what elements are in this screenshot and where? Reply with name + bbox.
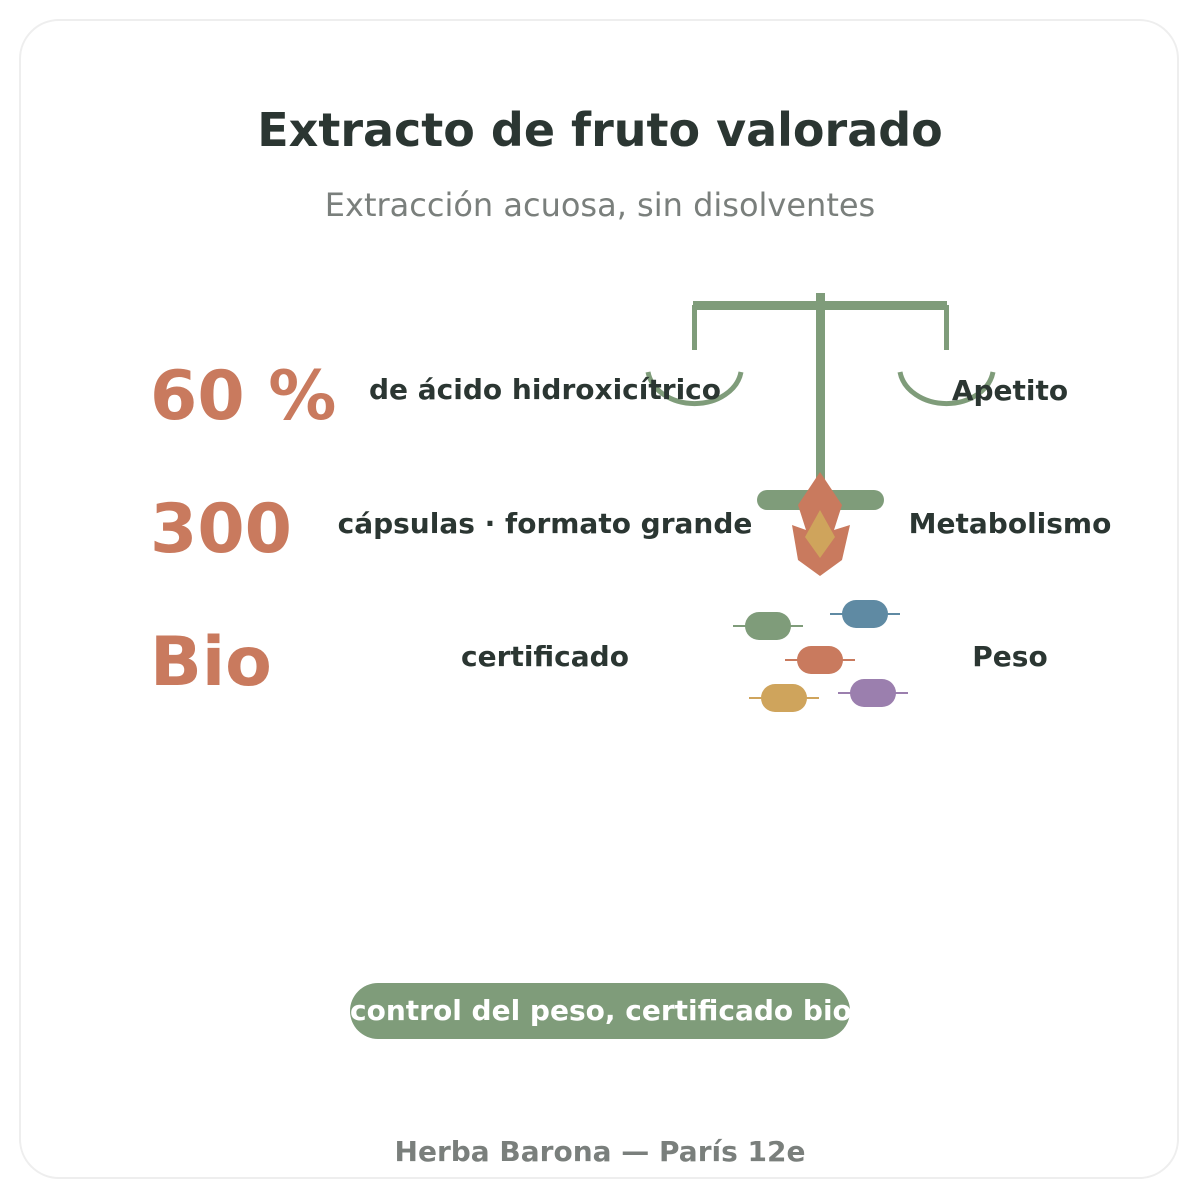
benefit-weight: Peso [972, 640, 1048, 673]
stat-label-bio: certificado [461, 640, 629, 673]
stat-label-capsules: cápsulas · formato grande [337, 507, 753, 540]
tag-pill: control del peso, certificado bio [350, 983, 852, 1039]
page-title: Extracto de fruto valorado [257, 103, 943, 157]
footer-brand: Herba Barona — París 12e [394, 1135, 806, 1168]
scale-string-right [944, 305, 949, 350]
flame-inner [805, 510, 835, 558]
stat-value-capsules: 300 [150, 490, 292, 569]
scale-pan-left [645, 371, 744, 407]
benefit-appetite: Apetito [951, 374, 1069, 407]
scale-pillar [816, 293, 825, 498]
capsule-green [745, 612, 791, 640]
page-subtitle: Extracción acuosa, sin disolventes [324, 186, 876, 224]
capsules-icon [733, 600, 908, 712]
capsule-orange [797, 646, 843, 674]
scale-string-left [692, 305, 697, 350]
stat-value-hca: 60 % [150, 357, 337, 436]
capsule-gold [761, 684, 807, 712]
capsule-purple [850, 679, 896, 707]
stat-value-bio: Bio [150, 623, 272, 702]
scale-pan-right [897, 371, 996, 407]
benefit-metabolism: Metabolismo [908, 507, 1112, 540]
stat-label-hca: de ácido hidroxicítrico [369, 373, 721, 406]
flame-icon [792, 472, 850, 576]
capsule-blue [842, 600, 888, 628]
